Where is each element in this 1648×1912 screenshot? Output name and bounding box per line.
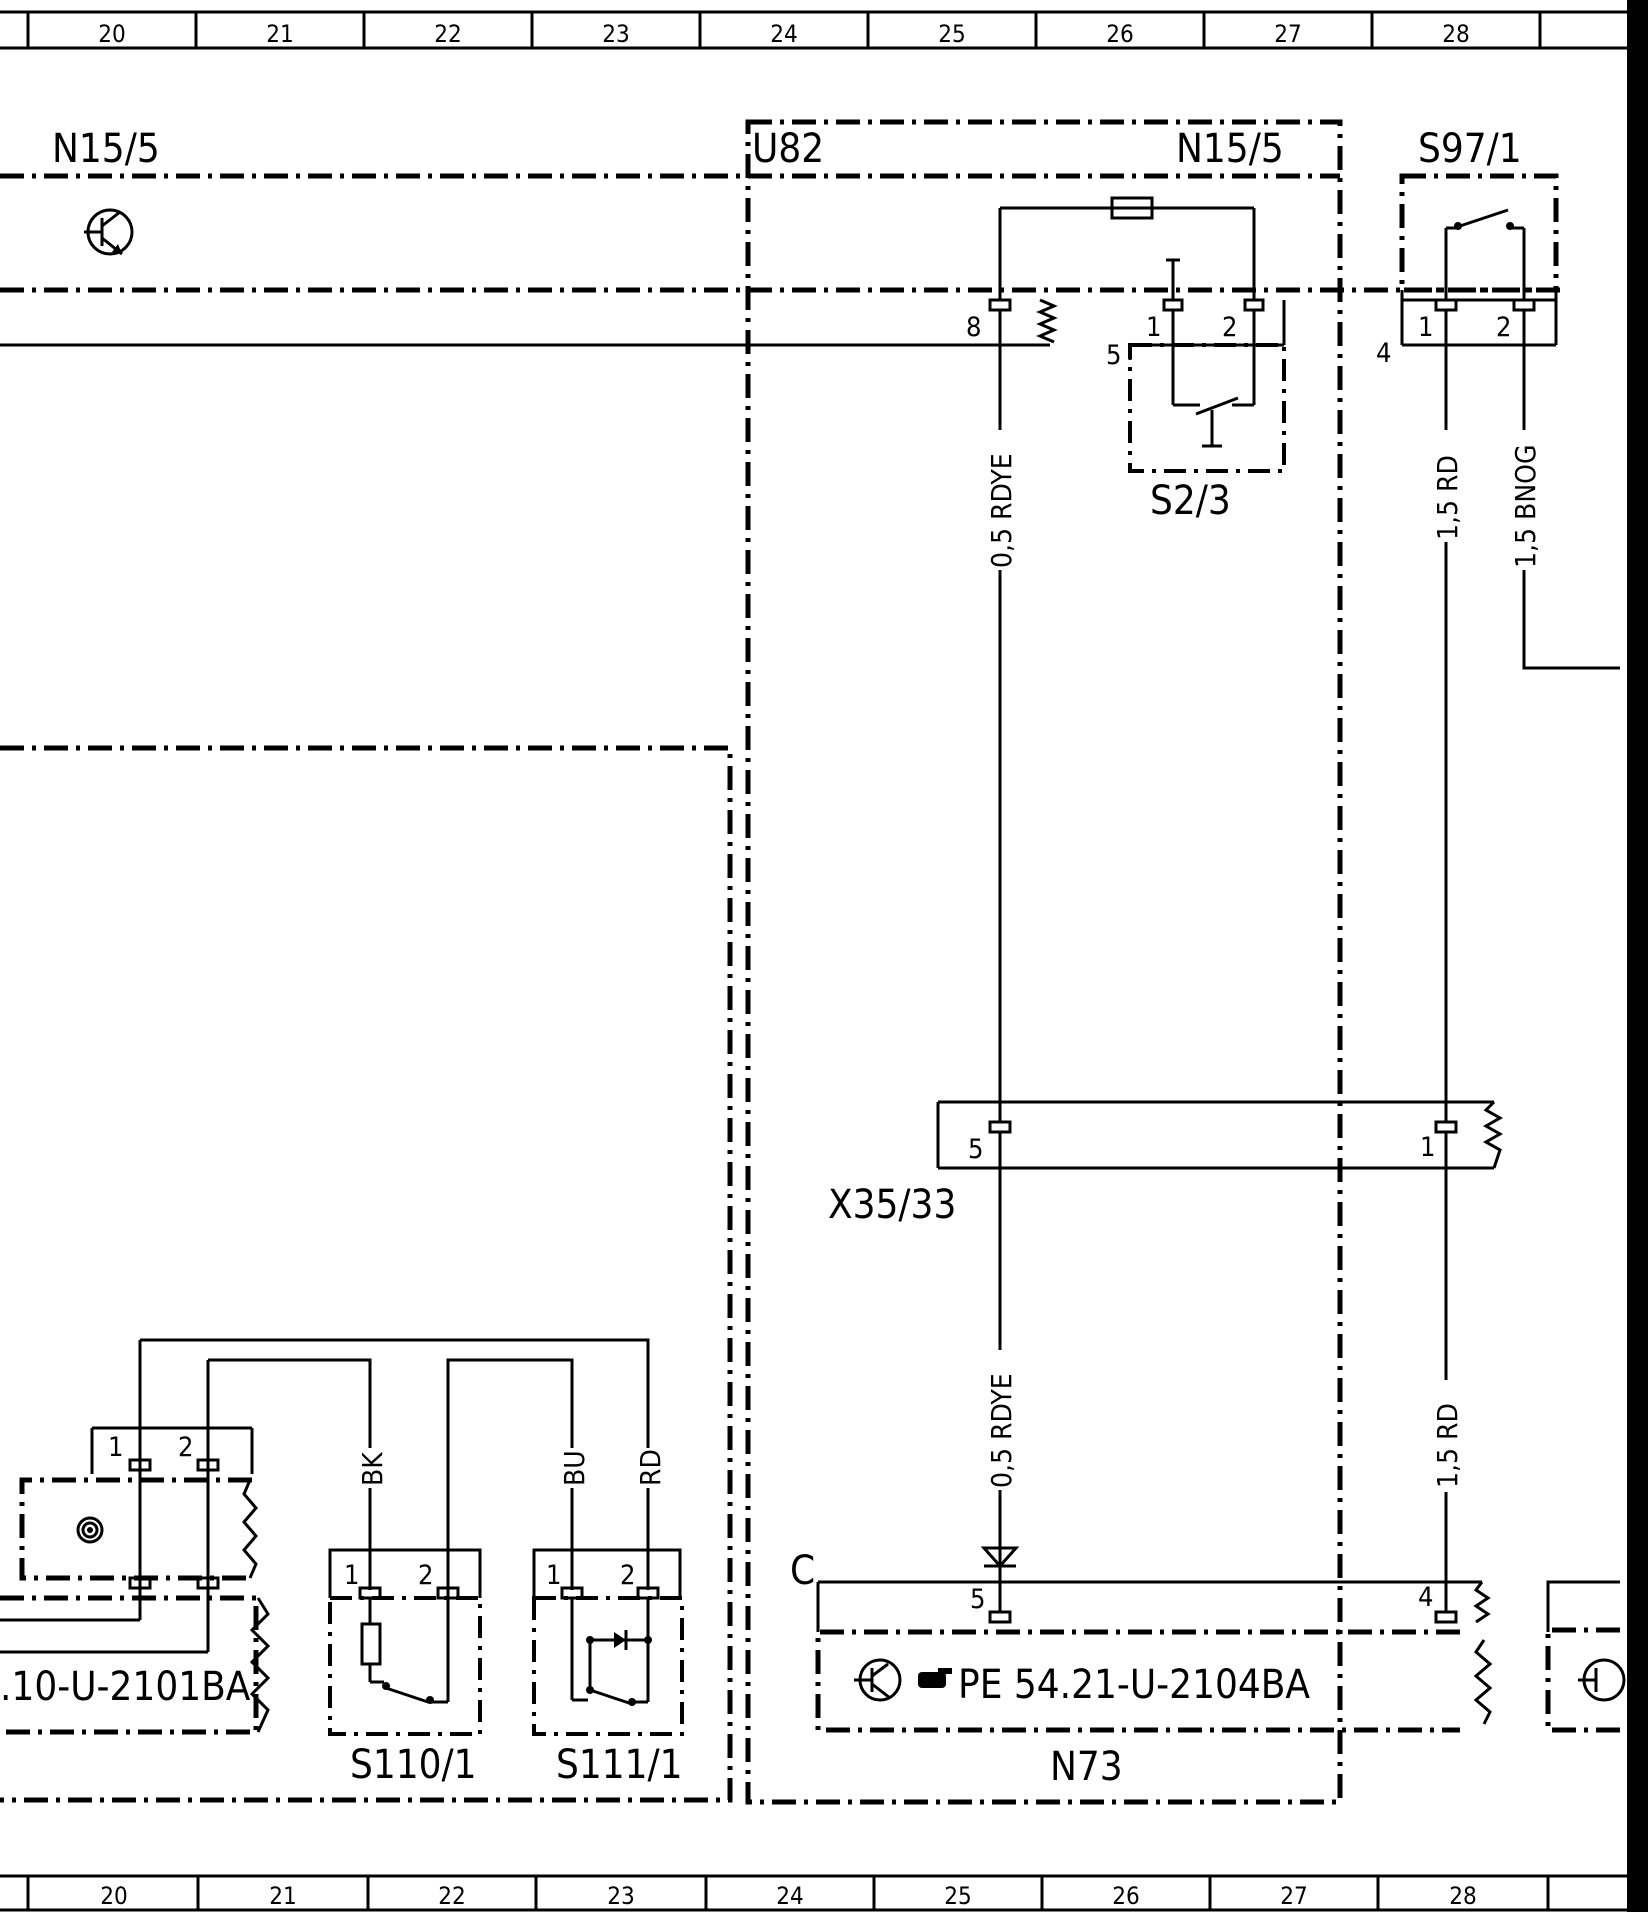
hand-pointer-icon — [918, 1668, 952, 1688]
grid-label-20: 20 — [98, 20, 125, 48]
x35-pin-5: 5 — [968, 1134, 983, 1165]
label-s111-1: S111/1 — [556, 1742, 683, 1788]
s110-pin-1: 1 — [344, 1560, 359, 1591]
wire-label-bu: BU — [558, 1450, 591, 1486]
grid-label-25-bottom: 25 — [944, 1882, 971, 1910]
n73-pin-4 — [1434, 1610, 1458, 1624]
grid-header-bottom: 20 21 22 23 24 25 26 27 28 — [0, 1874, 1627, 1912]
wire-rdye-bottom-label-bg — [988, 1350, 1012, 1490]
s111-pin-2: 2 — [620, 1560, 635, 1591]
grid-label-23-bottom: 23 — [607, 1882, 634, 1910]
wire-rd-top-label-bg — [1434, 430, 1458, 542]
left-pin-1: 1 — [108, 1432, 123, 1463]
s2-3-pin-2: 2 — [1222, 312, 1237, 343]
transistor-icon — [1578, 1658, 1626, 1702]
diode-icon — [586, 1630, 652, 1690]
wire-label-rd-top: 1,5 RD — [1431, 455, 1464, 540]
grid-header-top: 20 21 22 23 24 25 26 27 28 — [0, 10, 1627, 50]
partial-module-right — [1546, 1580, 1620, 1632]
grid-label-28: 28 — [1442, 20, 1469, 48]
grid-label-23: 23 — [602, 20, 629, 48]
left-pin-2: 2 — [178, 1432, 193, 1463]
transistor-icon — [84, 208, 134, 256]
u82-box — [745, 119, 1343, 1805]
wire-rd-bottom-label-bg — [1434, 1380, 1458, 1492]
transistor-icon — [854, 1658, 902, 1702]
page-edge-bar — [1627, 0, 1648, 1912]
grid-label-24: 24 — [770, 20, 797, 48]
n73-connector-zigzag — [1473, 1581, 1491, 1624]
grid-label-26: 26 — [1106, 20, 1133, 48]
s2-3-switch: 5 1 2 — [1106, 258, 1286, 473]
grid-label-28-bottom: 28 — [1449, 1882, 1476, 1910]
wire-rdye-top-label-bg — [988, 430, 1012, 570]
pin-8: 8 — [966, 298, 1058, 344]
s97-1-pin-4-label: 4 — [1376, 338, 1391, 369]
wire-loop-inner — [208, 1358, 372, 1460]
n73-pin-4-label: 4 — [1418, 1582, 1433, 1613]
wire-label-bk: BK — [356, 1451, 389, 1486]
ground-triangle-icon — [980, 1546, 1020, 1569]
grid-label-22: 22 — [434, 20, 461, 48]
n73-pin-5-label: 5 — [970, 1584, 985, 1615]
grid-label-22-bottom: 22 — [438, 1882, 465, 1910]
lower-left-module-zigzag — [249, 1597, 271, 1733]
wire-rd-small-label-bg — [636, 1448, 660, 1488]
label-s97-1: S97/1 — [1418, 126, 1522, 172]
wire-label-bnog: 1,5 BNOG — [1509, 444, 1542, 568]
grid-label-24-bottom: 24 — [776, 1882, 803, 1910]
grid-label-25: 25 — [938, 20, 965, 48]
n73-box — [815, 1629, 1460, 1733]
label-n15-5-left: N15/5 — [52, 126, 160, 172]
label-u82: U82 — [752, 126, 824, 172]
x35-33-connector: 5 1 — [936, 1100, 1504, 1170]
grid-label-21: 21 — [266, 20, 293, 48]
wire-label-rd-small: RD — [634, 1449, 667, 1486]
wire-bnog-label-bg — [1512, 430, 1536, 570]
wire-bu-label-bg — [560, 1448, 584, 1488]
switch-icon — [1444, 208, 1526, 300]
wire-bnog — [1522, 310, 1620, 670]
spiral-icon — [76, 1516, 104, 1544]
wire-bk-label-bg — [358, 1448, 382, 1488]
grid-label-20-bottom: 20 — [100, 1882, 127, 1910]
spiral-module: 1 2 — [19, 1426, 258, 1590]
label-s110-1: S110/1 — [350, 1742, 477, 1788]
wire-loop-mid — [446, 1358, 574, 1620]
wire-loop-outer — [140, 1338, 650, 1460]
wire-label-rdye-bottom: 0,5 RDYE — [985, 1373, 1018, 1488]
grid-label-27-bottom: 27 — [1280, 1882, 1307, 1910]
partial-module-right-box — [1545, 1627, 1620, 1733]
s97-1-box — [1399, 173, 1559, 293]
resistor-icon — [998, 196, 1256, 300]
s97-1-pin-1-label: 1 — [1418, 312, 1433, 343]
label-x35-33: X35/33 — [828, 1182, 956, 1228]
left-module-box — [0, 745, 733, 1803]
s110-1-switch: 1 2 — [328, 1548, 482, 1736]
grid-label-27: 27 — [1274, 20, 1301, 48]
label-s2-3: S2/3 — [1150, 478, 1231, 524]
wire-label-rd-bottom: 1,5 RD — [1431, 1403, 1464, 1488]
label-connector-c: C — [790, 1548, 815, 1594]
grid-label-21-bottom: 21 — [269, 1882, 296, 1910]
s97-1-pin-1 — [1434, 298, 1458, 312]
s2-3-pin-1: 1 — [1146, 312, 1161, 343]
n73-pin-5 — [988, 1610, 1012, 1624]
s110-pin-2: 2 — [418, 1560, 433, 1591]
s97-1-pin-2 — [1512, 298, 1536, 312]
label-n15-5-right: N15/5 — [1176, 126, 1284, 172]
grid-label-26-bottom: 26 — [1112, 1882, 1139, 1910]
s97-1-pin-2-label: 2 — [1496, 312, 1511, 343]
pin-8-label: 8 — [966, 312, 981, 343]
s2-3-pin-5: 5 — [1106, 340, 1121, 371]
n73-box-right-zigzag — [1473, 1639, 1493, 1725]
n73-reference: PE 54.21-U-2104BA — [958, 1662, 1310, 1708]
s111-1-switch: 1 2 — [532, 1548, 684, 1736]
wire-label-rdye-top: 0,5 RDYE — [985, 453, 1018, 568]
x35-pin-1: 1 — [1420, 1132, 1435, 1163]
left-reference: .10-U-2101BA — [0, 1664, 251, 1710]
label-n73: N73 — [1050, 1744, 1123, 1790]
s111-pin-1: 1 — [546, 1560, 561, 1591]
